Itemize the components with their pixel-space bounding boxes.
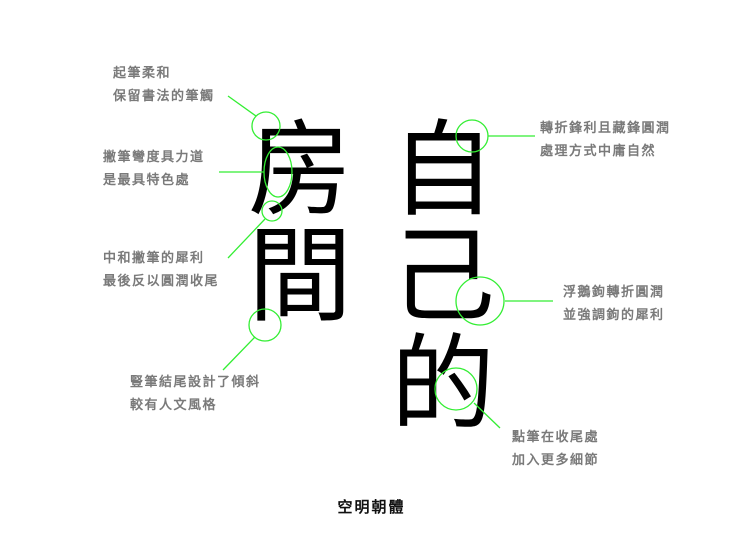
annotation-line: 加入更多細節 — [512, 453, 600, 468]
annotation-6: 浮鵝鉤轉折圓潤 並強調鉤的犀利 — [563, 281, 665, 327]
highlight-circle-2 — [263, 146, 293, 198]
glyph-de: 的 — [390, 323, 495, 445]
highlight-circle-6 — [455, 276, 505, 326]
annotation-line: 保留書法的筆觸 — [113, 89, 215, 104]
annotation-line: 並強調鉤的犀利 — [563, 308, 665, 323]
glyph-ji: 己 — [390, 215, 495, 337]
annotation-line: 起筆柔和 — [113, 66, 172, 81]
annotation-line: 轉折鋒利且藏鋒圓潤 — [540, 121, 671, 136]
highlight-circle-1 — [251, 111, 281, 141]
leader-line-1 — [227, 95, 257, 117]
annotation-line: 浮鵝鉤轉折圓潤 — [563, 285, 665, 300]
annotation-line: 豎筆結尾設計了傾斜 — [130, 375, 261, 390]
annotation-4: 豎筆結尾設計了傾斜 較有人文風格 — [130, 371, 261, 417]
annotation-line: 撇筆彎度具力道 — [103, 150, 205, 165]
annotation-3: 中和撇筆的犀利 最後反以圓潤收尾 — [103, 247, 219, 293]
glyph-jian: 間 — [247, 215, 352, 337]
glyph-zi: 自 — [390, 109, 495, 231]
leader-line-4 — [222, 336, 256, 371]
annotation-line: 是最具特色處 — [103, 173, 191, 188]
highlight-circle-3 — [261, 200, 283, 222]
leader-line-7 — [473, 402, 501, 429]
glyph-fang: 房 — [247, 109, 352, 231]
annotation-line: 中和撇筆的犀利 — [103, 251, 205, 266]
highlight-circle-4 — [248, 308, 282, 342]
leader-line-3 — [227, 218, 266, 259]
annotation-2: 撇筆彎度具力道 是最具特色處 — [103, 146, 205, 192]
annotation-1: 起筆柔和 保留書法的筆觸 — [113, 62, 215, 108]
annotation-line: 點筆在收尾處 — [512, 430, 600, 445]
typeface-title: 空明朝體 — [337, 498, 406, 516]
annotation-line: 最後反以圓潤收尾 — [103, 274, 220, 289]
highlight-circle-7 — [434, 367, 478, 411]
annotation-line: 較有人文風格 — [130, 398, 218, 413]
annotation-line: 處理方式中庸自然 — [540, 144, 657, 159]
annotation-5: 轉折鋒利且藏鋒圓潤 處理方式中庸自然 — [540, 117, 671, 163]
annotation-7: 點筆在收尾處 加入更多細節 — [512, 426, 599, 472]
highlight-circle-5 — [455, 119, 489, 153]
